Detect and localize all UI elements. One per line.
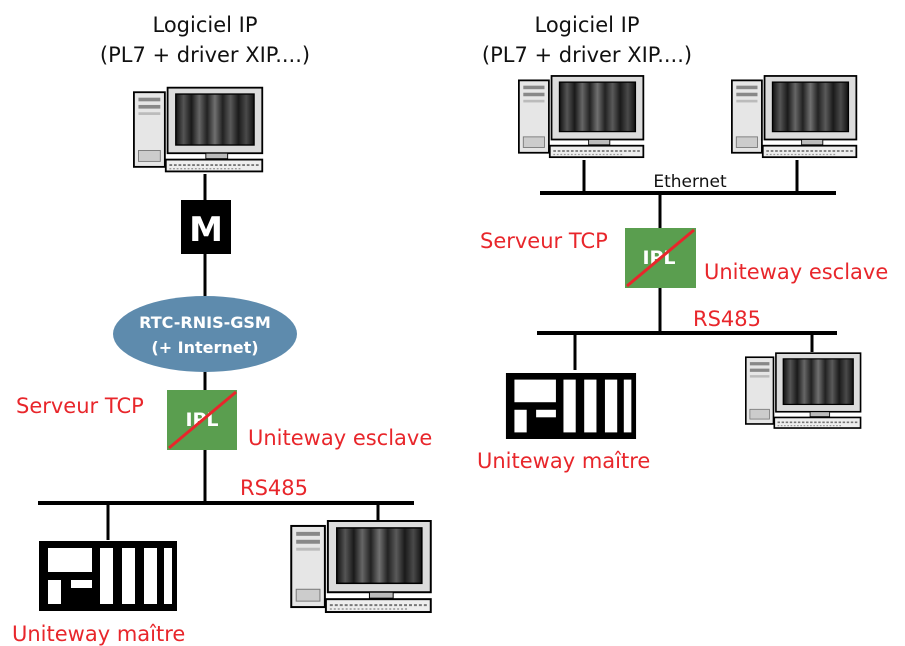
left-bus-label: RS485 (240, 476, 308, 500)
right-ethernet-label: Ethernet (653, 172, 727, 192)
right-master-label: Uniteway maître (477, 449, 650, 473)
right-server-label: Serveur TCP (480, 229, 608, 253)
left-network-line1: RTC-RNIS-GSM (139, 313, 271, 332)
left-server-label: Serveur TCP (16, 394, 144, 418)
right-ipl-slash (626, 228, 695, 288)
left-computer-icon (133, 86, 264, 173)
left-modem-label: M (189, 210, 223, 250)
right-computer-2-icon (731, 75, 858, 159)
left-slave-label: Uniteway esclave (248, 426, 432, 450)
left-network: Logiciel IP (PL7 + driver XIP....) M RTC… (12, 13, 432, 646)
right-bus-computer-icon (745, 352, 862, 429)
right-plc-icon (505, 373, 637, 439)
left-network-line2: (+ Internet) (151, 338, 258, 357)
right-slave-label: Uniteway esclave (704, 260, 888, 284)
left-plc-icon (39, 541, 177, 611)
left-software-title: Logiciel IP (152, 13, 257, 37)
left-software-subtitle: (PL7 + driver XIP....) (100, 43, 310, 67)
right-computer-1-icon (518, 75, 645, 159)
right-network: Logiciel IP (PL7 + driver XIP....) Ether… (477, 13, 888, 473)
left-network-cloud (113, 296, 297, 372)
right-software-subtitle: (PL7 + driver XIP....) (482, 43, 692, 67)
right-software-title: Logiciel IP (534, 13, 639, 37)
left-ipl-slash (168, 390, 237, 450)
right-bus-label: RS485 (693, 307, 761, 331)
left-master-label: Uniteway maître (12, 622, 185, 646)
left-modem-icon (181, 200, 231, 254)
left-bus-computer-icon (290, 520, 432, 614)
